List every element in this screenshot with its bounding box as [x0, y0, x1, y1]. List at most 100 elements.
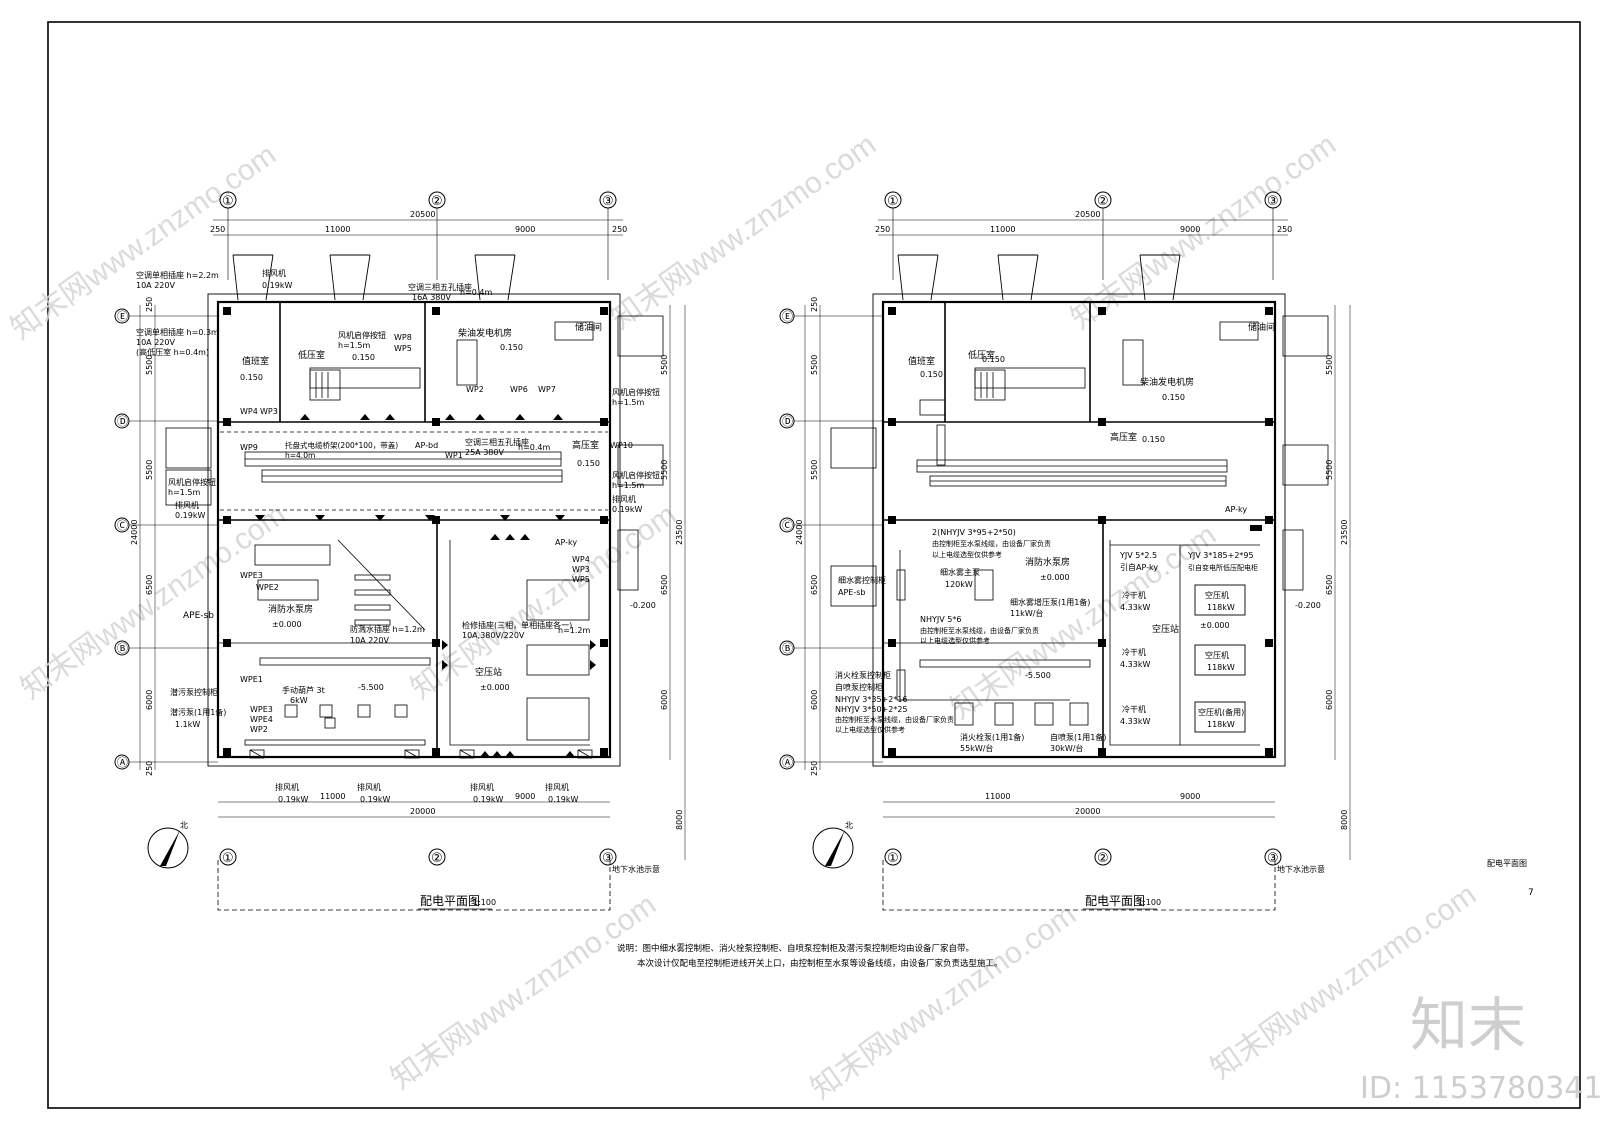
svg-text:WP9: WP9	[240, 443, 258, 452]
pool-outline	[217, 860, 611, 911]
svg-text:h=1.5m: h=1.5m	[168, 488, 200, 497]
svg-text:引自AP-ky: 引自AP-ky	[1120, 562, 1158, 572]
air-station-equipment	[449, 540, 590, 746]
svg-text:11000: 11000	[985, 792, 1010, 801]
svg-text:WP4: WP4	[572, 555, 590, 564]
dims-bottom: 11000 9000 20000 ① ② ③	[218, 792, 617, 866]
svg-text:消火栓泵控制柜: 消火栓泵控制柜	[835, 670, 891, 680]
svg-text:①: ①	[222, 194, 234, 209]
pool-outline	[882, 860, 1276, 911]
svg-text:细水雾控制柜: 细水雾控制柜	[838, 575, 886, 585]
svg-text:储油间: 储油间	[1248, 321, 1275, 333]
sheet-frame	[47, 21, 1581, 1109]
svg-text:②: ②	[1097, 194, 1109, 209]
svg-text:空压机(备用): 空压机(备用)	[1198, 707, 1244, 717]
svg-text:消火栓泵(1用1备): 消火栓泵(1用1备)	[960, 732, 1024, 742]
north-arrow: 北	[147, 821, 189, 869]
svg-text:值班室: 值班室	[908, 355, 935, 367]
svg-text:配电平面图: 配电平面图	[1085, 894, 1145, 908]
svg-text:5500: 5500	[1325, 460, 1334, 480]
svg-text:4.33kW: 4.33kW	[1120, 717, 1150, 726]
svg-text:1:100: 1:100	[1138, 898, 1161, 907]
svg-text:10A 220V: 10A 220V	[350, 636, 389, 645]
svg-text:0.150: 0.150	[577, 459, 600, 468]
svg-text:排风机: 排风机	[175, 500, 199, 510]
svg-text:5500: 5500	[1325, 355, 1334, 375]
svg-text:5500: 5500	[660, 460, 669, 480]
axis-side: Ⓔ Ⓓ Ⓒ Ⓑ Ⓐ	[779, 305, 883, 770]
svg-text:0.19kW: 0.19kW	[473, 795, 503, 804]
svg-text:11kW/台: 11kW/台	[1010, 608, 1043, 618]
svg-text:③: ③	[602, 194, 614, 209]
svg-text:23500: 23500	[1340, 520, 1349, 545]
svg-text:WP6: WP6	[510, 385, 528, 394]
svg-text:AP-bd: AP-bd	[415, 441, 438, 450]
svg-text:低压室: 低压室	[968, 349, 995, 361]
plan-left: ① ② ③ 20500 11000 9000 250 250	[114, 191, 686, 911]
lv-equipment	[309, 321, 594, 401]
svg-text:空压站: 空压站	[475, 666, 502, 678]
svg-text:20000: 20000	[410, 807, 435, 816]
svg-text:0.150: 0.150	[352, 353, 375, 362]
svg-text:③: ③	[1267, 194, 1279, 209]
svg-text:250: 250	[145, 761, 154, 776]
svg-text:0.150: 0.150	[240, 373, 263, 382]
hv-switchgear	[916, 424, 1228, 487]
svg-text:WP10: WP10	[610, 441, 633, 450]
svg-text:NHYJV 3*50+2*25: NHYJV 3*50+2*25	[835, 705, 908, 714]
svg-text:风机启停按钮: 风机启停按钮	[338, 330, 386, 340]
svg-text:风机启停按钮: 风机启停按钮	[612, 470, 660, 480]
svg-text:空调单相插座 h=2.2m: 空调单相插座 h=2.2m	[136, 270, 219, 280]
svg-text:检修插座(三相，单相插座各一): 检修插座(三相，单相插座各一)	[462, 620, 572, 630]
panel-symbols	[1250, 525, 1262, 531]
svg-text:WP7: WP7	[538, 385, 556, 394]
svg-text:WPE3: WPE3	[250, 705, 273, 714]
bottom-vents	[249, 749, 593, 759]
svg-text:由控制柜至水泵线缆，由设备厂家负责: 由控制柜至水泵线缆，由设备厂家负责	[920, 626, 1039, 635]
svg-text:以上电缆选型仅供参考: 以上电缆选型仅供参考	[932, 550, 1002, 559]
svg-text:WPE4: WPE4	[250, 715, 273, 724]
svg-text:WP3: WP3	[260, 407, 278, 416]
svg-text:托盘式电缆桥架(200*100，带盖): 托盘式电缆桥架(200*100，带盖)	[285, 440, 398, 450]
svg-text:风机启停按钮: 风机启停按钮	[612, 387, 660, 397]
svg-text:防溅水插座 h=1.2m: 防溅水插座 h=1.2m	[350, 624, 425, 634]
svg-text:②: ②	[1097, 851, 1109, 866]
axis-side: Ⓔ Ⓓ Ⓒ Ⓑ Ⓐ	[114, 305, 218, 770]
svg-text:0.19kW: 0.19kW	[278, 795, 308, 804]
svg-text:10A,380V/220V: 10A,380V/220V	[462, 631, 525, 640]
svg-text:h=4.0m: h=4.0m	[285, 451, 315, 460]
svg-text:9000: 9000	[515, 225, 535, 234]
svg-text:0.150: 0.150	[1162, 393, 1185, 402]
svg-text:5500: 5500	[810, 355, 819, 375]
socket-symbols	[255, 414, 596, 757]
svg-text:排风机: 排风机	[470, 782, 494, 792]
dims-bottom: 11000 9000 20000 ① ② ③	[883, 792, 1282, 866]
svg-text:h=1.2m: h=1.2m	[558, 626, 590, 635]
dims-right: 23500 5500 5500 6500 6000 8000	[660, 305, 686, 860]
svg-text:WP2: WP2	[250, 725, 268, 734]
svg-text:4.33kW: 4.33kW	[1120, 660, 1150, 669]
svg-text:WP4: WP4	[240, 407, 258, 416]
svg-text:空压机: 空压机	[1205, 650, 1229, 660]
svg-text:由控制柜至水泵线缆，由设备厂家负责: 由控制柜至水泵线缆，由设备厂家负责	[835, 715, 954, 724]
svg-text:6000: 6000	[1325, 690, 1334, 710]
svg-text:WPE1: WPE1	[240, 675, 263, 684]
plan-left-title: 配电平面图 1:100	[418, 894, 496, 910]
svg-text:0.19kW: 0.19kW	[548, 795, 578, 804]
svg-text:1.1kW: 1.1kW	[175, 720, 200, 729]
side-title: 配电平面图	[1487, 858, 1527, 868]
svg-text:11000: 11000	[320, 792, 345, 801]
svg-text:柴油发电机房: 柴油发电机房	[458, 327, 512, 339]
svg-text:20500: 20500	[1075, 210, 1100, 219]
svg-text:Ⓐ: Ⓐ	[117, 756, 128, 769]
svg-text:北: 北	[845, 821, 853, 830]
plan-right-title: 配电平面图 1:100	[1083, 894, 1161, 910]
svg-text:排风机: 排风机	[612, 494, 636, 504]
dims-left: 24000 5500 5500 6500 6000 250 250	[130, 297, 154, 776]
svg-text:NHYJV 3*35+2*16: NHYJV 3*35+2*16	[835, 695, 908, 704]
columns	[888, 307, 1273, 756]
outer-wall	[216, 300, 612, 759]
cable-tray	[220, 431, 608, 511]
svg-text:20500: 20500	[410, 210, 435, 219]
svg-text:250: 250	[1277, 225, 1292, 234]
